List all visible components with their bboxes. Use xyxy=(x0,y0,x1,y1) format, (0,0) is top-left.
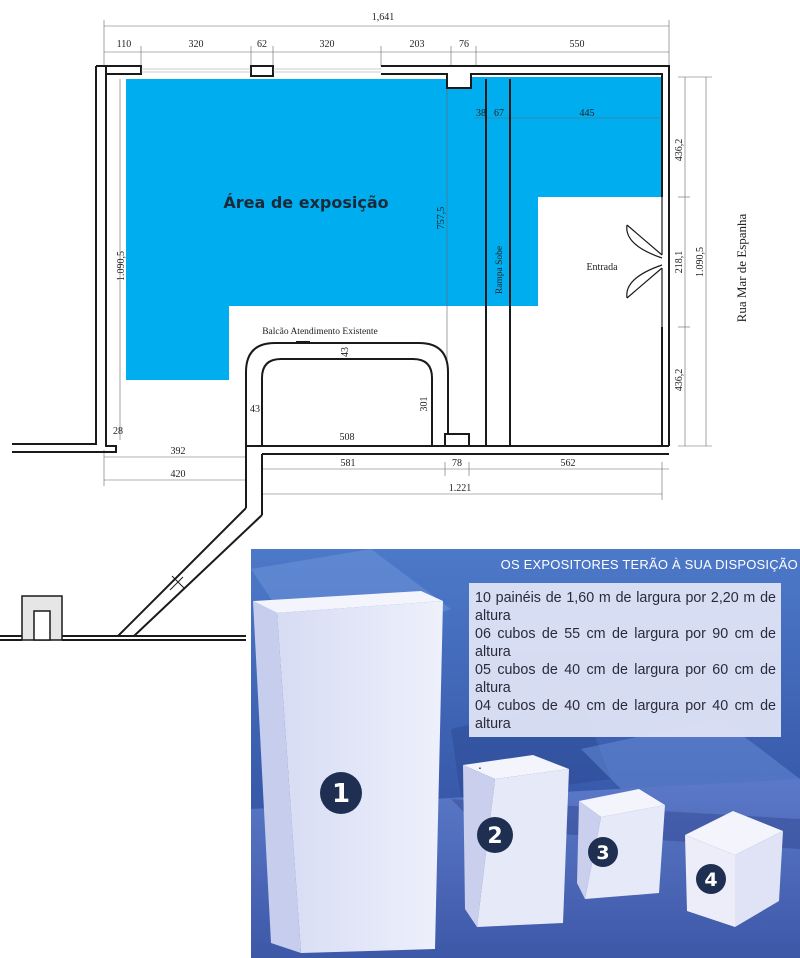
dim-76: 76 xyxy=(459,39,469,50)
dim-right-top: 436,2 xyxy=(674,139,685,162)
trailing-mark: . xyxy=(478,756,482,772)
cube-2-badge: 2 xyxy=(477,817,513,853)
equipment-promo-panel: 1 2 3 4 OS EXPOSITORES TERÃO À SUA DISPO… xyxy=(251,549,800,958)
cube-3-number: 3 xyxy=(596,842,609,864)
equipment-list: 10 painéis de 1,60 m de largura por 2,20… xyxy=(469,583,781,737)
counter-label: Balcão Atendimento Existente xyxy=(262,327,378,337)
dim-right-door: 218,1 xyxy=(674,251,685,274)
dim-bottom-total: 1.221 xyxy=(449,483,472,494)
cube-4-number: 4 xyxy=(704,869,717,891)
list-item: 06 cubos de 55 cm de largura por 90 cm d… xyxy=(475,626,776,660)
list-item: 04 cubos de 40 cm de largura por 40 cm d… xyxy=(475,698,776,732)
cube-1-number: 1 xyxy=(332,779,350,809)
cube-2-number: 2 xyxy=(487,824,502,849)
dim-550: 550 xyxy=(570,39,585,50)
list-item: 10 painéis de 1,60 m de largura por 2,20… xyxy=(475,590,776,624)
dim-562: 562 xyxy=(561,458,576,469)
dim-67: 67 xyxy=(494,108,504,119)
list-item: 05 cubos de 40 cm de largura por 60 cm d… xyxy=(475,662,776,696)
dim-757: 757,5 xyxy=(436,207,447,230)
dim-203: 203 xyxy=(410,39,425,50)
dim-28: 28 xyxy=(113,426,123,437)
dim-counter-bottom: 508 xyxy=(340,432,355,443)
dim-right-bottom: 436,2 xyxy=(674,369,685,392)
exhibition-area xyxy=(126,77,662,380)
dim-left-height: 1.090,5 xyxy=(116,251,127,281)
dim-320-b: 320 xyxy=(320,39,335,50)
street-label: Rua Mar de Espanha xyxy=(734,213,749,322)
dim-78: 78 xyxy=(452,458,462,469)
dim-counter-top: 43 xyxy=(340,347,351,357)
dim-581: 581 xyxy=(341,458,356,469)
cube-3-badge: 3 xyxy=(588,837,618,867)
exhibition-area-label: Área de exposição xyxy=(223,193,388,212)
dim-110: 110 xyxy=(117,39,132,50)
dim-320-a: 320 xyxy=(189,39,204,50)
cube-4-badge: 4 xyxy=(696,864,726,894)
dim-392: 392 xyxy=(171,446,186,457)
dim-right-total: 1.090,5 xyxy=(695,247,706,277)
promo-heading: OS EXPOSITORES TERÃO À SUA DISPOSIÇÃO xyxy=(500,557,798,572)
dim-445: 445 xyxy=(580,108,595,119)
dim-counter-right: 301 xyxy=(419,397,430,412)
dim-420: 420 xyxy=(171,469,186,480)
cube-1-badge: 1 xyxy=(320,772,362,814)
entrance-label: Entrada xyxy=(586,262,618,273)
dim-62: 62 xyxy=(257,39,267,50)
dim-counter-left: 43 xyxy=(250,404,260,415)
ramp-label: Rampa Sobe xyxy=(495,246,505,294)
dim-38: 38 xyxy=(476,108,486,119)
dim-total-width: 1,641 xyxy=(372,12,395,23)
